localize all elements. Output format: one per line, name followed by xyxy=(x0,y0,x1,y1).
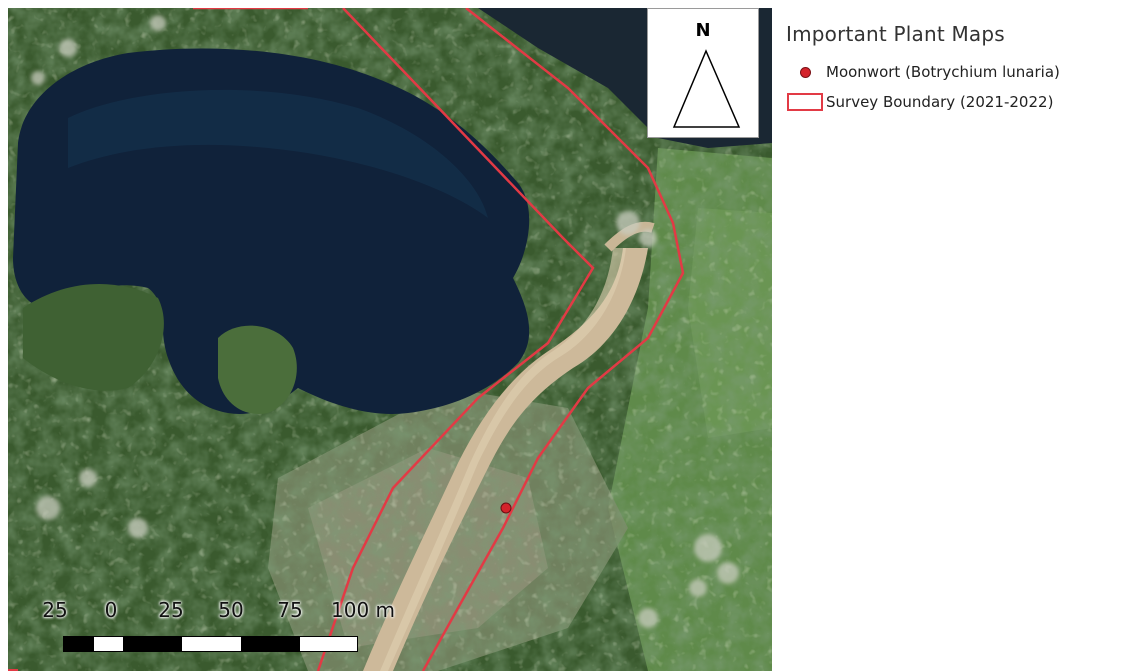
moonwort-point xyxy=(500,502,512,514)
north-arrow-icon xyxy=(672,49,741,128)
legend-title: Important Plant Maps xyxy=(786,22,1005,46)
peninsula xyxy=(218,325,297,414)
north-label: N xyxy=(695,20,711,41)
legend-item-moonwort: Moonwort (Botrychium lunaria) xyxy=(784,57,1129,87)
legend-item-survey-boundary: Survey Boundary (2021-2022) xyxy=(784,87,1129,117)
legend-label-moonwort: Moonwort (Botrychium lunaria) xyxy=(826,63,1060,81)
legend-label-survey-boundary: Survey Boundary (2021-2022) xyxy=(826,93,1054,111)
point-symbol-icon xyxy=(784,66,826,78)
aerial-imagery xyxy=(8,8,772,671)
survey-boundary-east xyxy=(421,8,685,671)
survey-boundary-west xyxy=(193,8,595,671)
polygon-outline-icon xyxy=(784,93,826,111)
legend: Important Plant Maps Moonwort (Botrychiu… xyxy=(784,22,1129,117)
north-arrow: N xyxy=(647,8,759,138)
map-view[interactable]: 25 0 25 50 75 100 m xyxy=(8,8,772,671)
